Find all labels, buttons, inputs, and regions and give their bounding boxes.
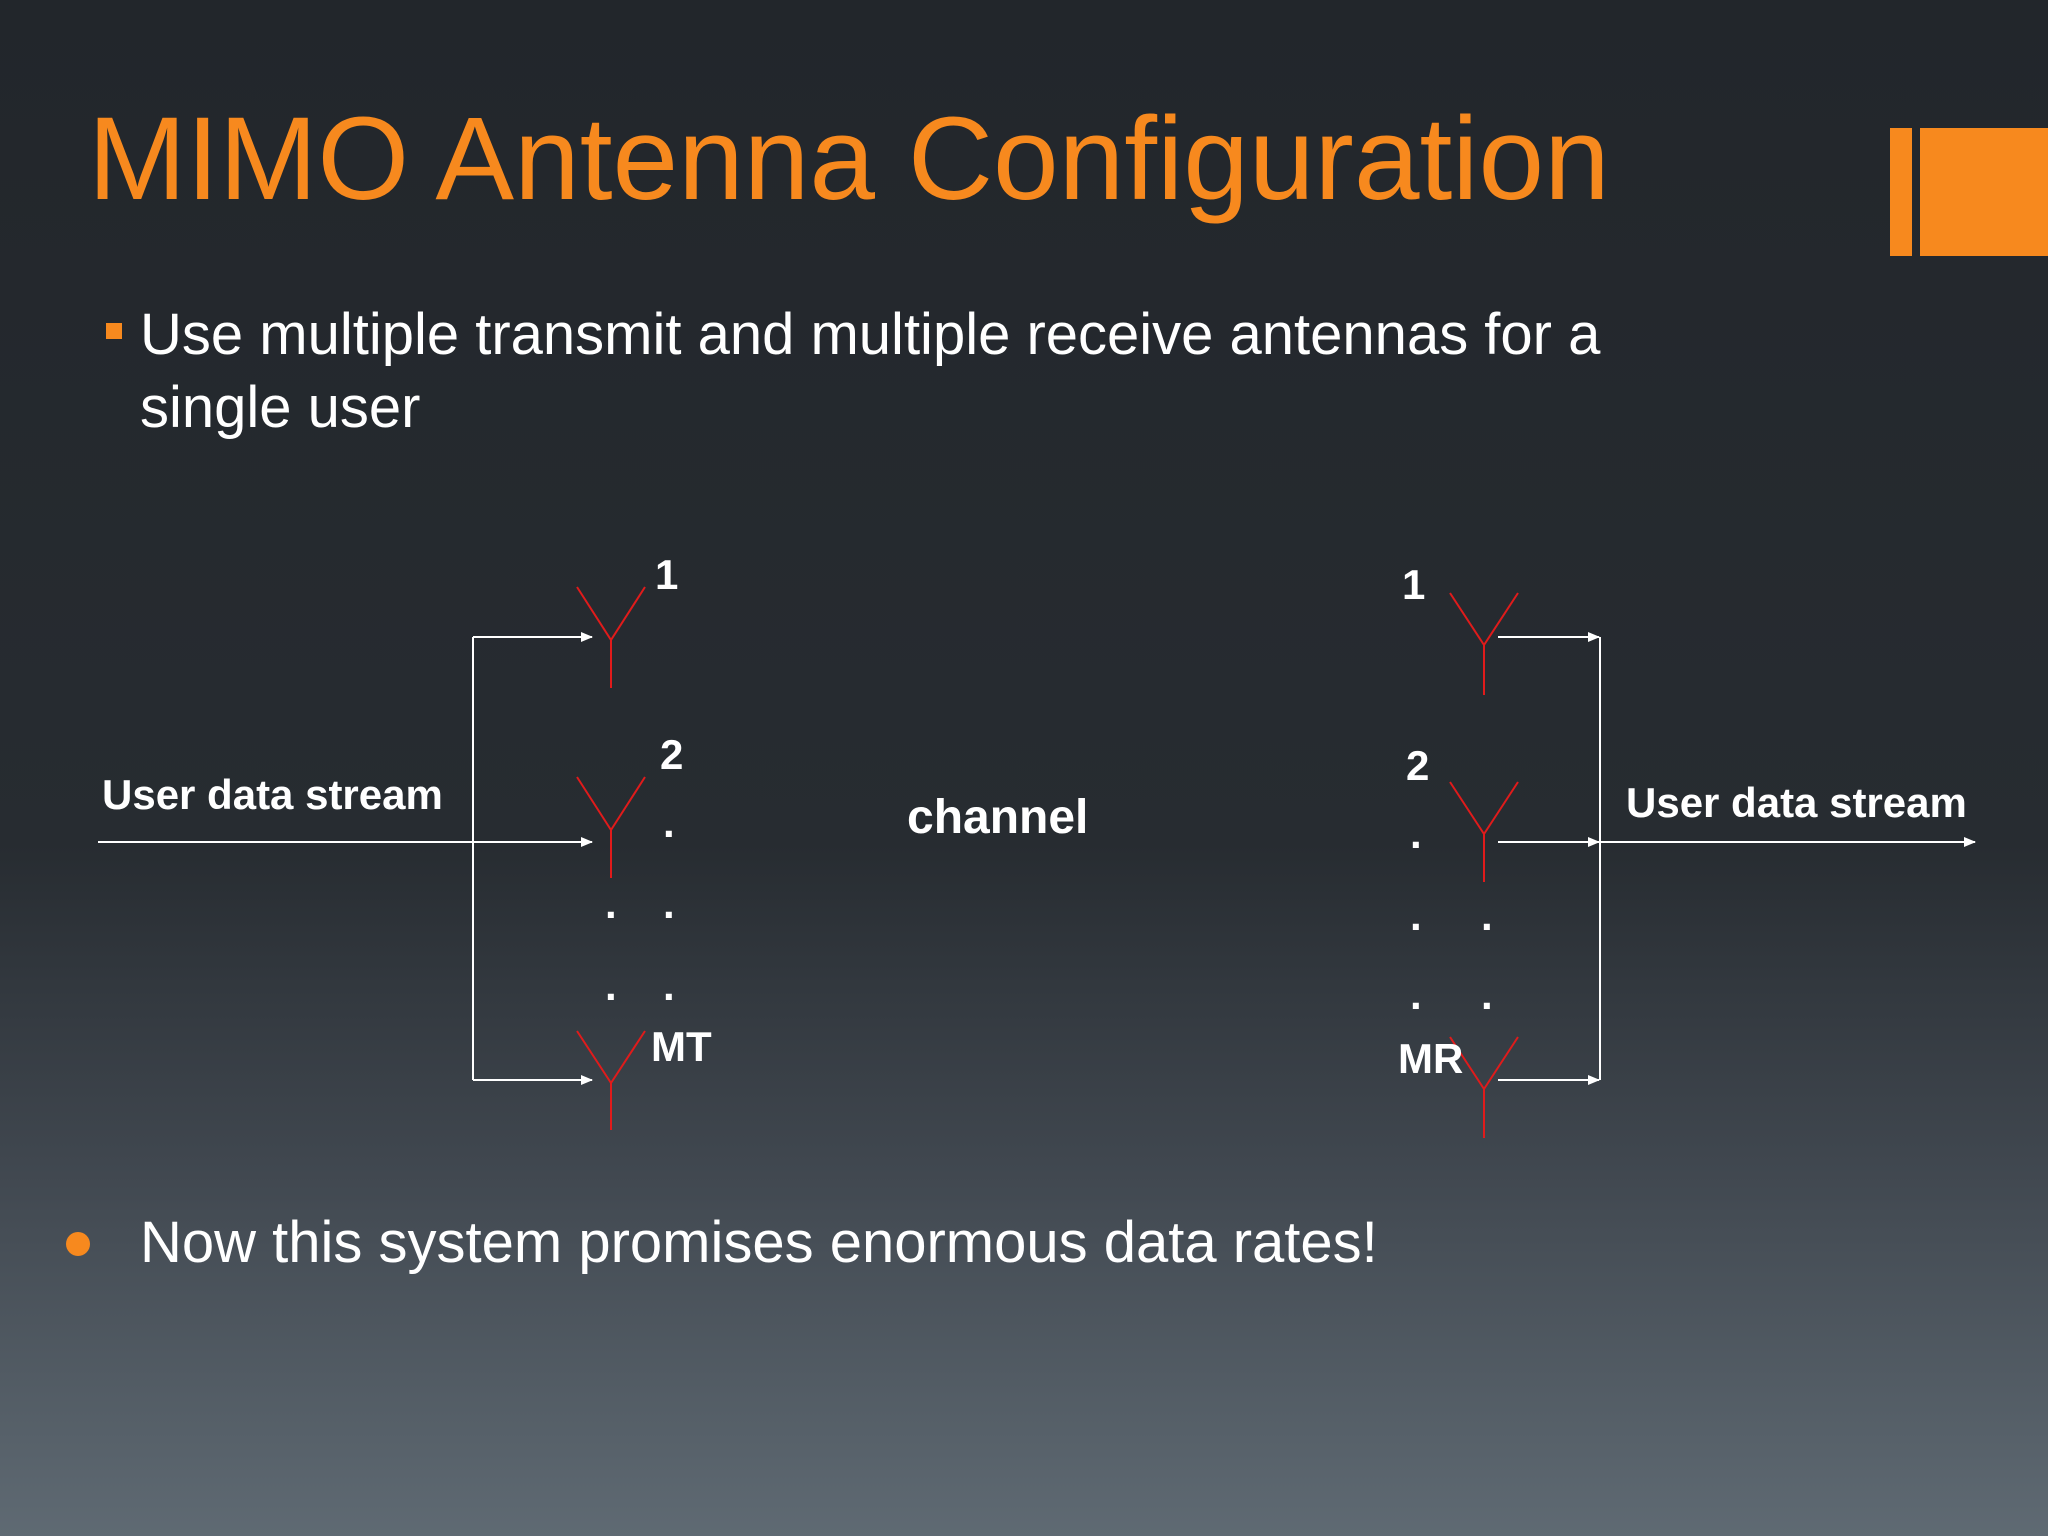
tx-ellipsis-dot: . <box>663 799 675 846</box>
round-bullet-icon <box>66 1232 90 1256</box>
rx-antenna-mr <box>1449 1036 1519 1138</box>
tx-ellipsis-dot: . <box>663 880 675 927</box>
square-bullet-icon <box>106 323 122 339</box>
rx-label-mr: MR <box>1398 1035 1463 1082</box>
output-label: User data stream <box>1626 779 1967 826</box>
rx-ellipsis-dot: . <box>1410 971 1422 1018</box>
tx-label-mt: MT <box>651 1023 712 1070</box>
tx-ellipsis-dot: . <box>663 962 675 1009</box>
rx-ellipsis-dot: . <box>1481 892 1493 939</box>
tx-ellipsis-dot: . <box>605 962 617 1009</box>
rx-label-2: 2 <box>1406 742 1429 789</box>
rx-antenna-2 <box>1449 781 1519 882</box>
tx-antenna-1 <box>576 586 646 688</box>
rx-ellipsis-dot: . <box>1410 810 1422 857</box>
accent-block <box>1920 128 2048 256</box>
tx-ellipsis-dot: . <box>605 880 617 927</box>
tx-antenna-mt <box>576 1030 646 1130</box>
tx-wiring <box>98 632 593 1085</box>
tx-antenna-2 <box>576 776 646 878</box>
accent-bar <box>1890 128 1912 256</box>
input-label: User data stream <box>102 771 443 818</box>
bullet-text-1: Use multiple transmit and multiple recei… <box>140 302 1601 440</box>
rx-antenna-1 <box>1449 592 1519 695</box>
rx-label-1: 1 <box>1402 561 1425 608</box>
tx-label-2: 2 <box>660 731 683 778</box>
slide-title: MIMO Antenna Configuration <box>88 93 1610 225</box>
tx-label-1: 1 <box>655 551 678 598</box>
rx-wiring <box>1498 632 1976 1085</box>
channel-label: channel <box>907 791 1088 844</box>
bullet-text-2: Now this system promises enormous data r… <box>140 1210 1378 1275</box>
rx-ellipsis-dot: . <box>1481 971 1493 1018</box>
rx-ellipsis-dot: . <box>1410 892 1422 939</box>
